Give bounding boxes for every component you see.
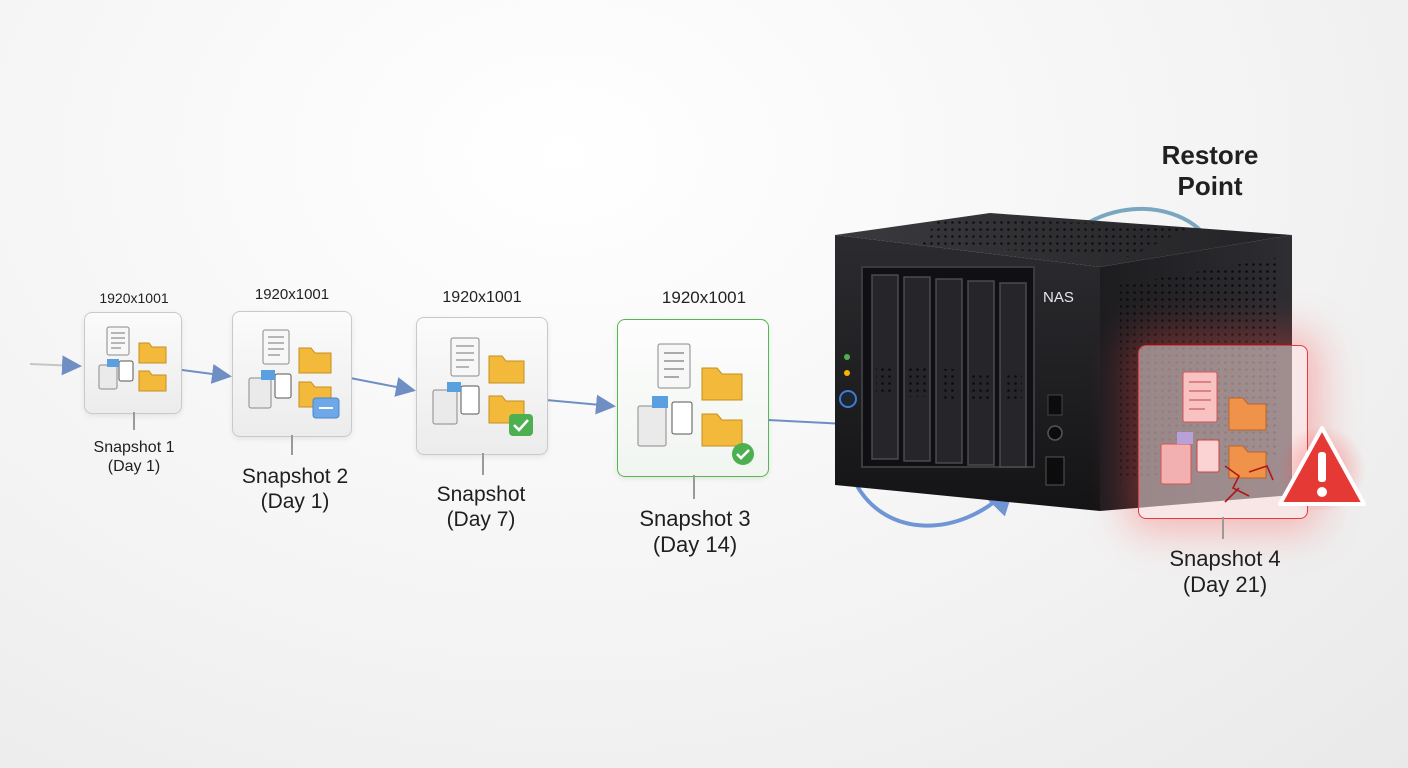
snapshot-day7-label: Snapshot (Day 7)	[436, 483, 526, 532]
snapshot-3-tick	[693, 475, 695, 499]
snapshot-2-label: Snapshot 2 (Day 1)	[241, 465, 349, 514]
document-icon	[432, 337, 480, 425]
document-icon	[98, 326, 134, 390]
snapshot-4-card[interactable]	[1138, 345, 1308, 519]
snapshot-1-tick	[133, 412, 135, 430]
snapshot-4-label: Snapshot 4 (Day 21)	[1169, 546, 1281, 598]
folder-icon	[138, 342, 167, 392]
snapshot-day7-tick	[482, 453, 484, 475]
arrow-2-3	[349, 377, 416, 397]
arrow-3-4	[545, 394, 616, 415]
document-icon	[248, 329, 292, 409]
nas-label: NAS	[1043, 289, 1074, 306]
snapshot-1-label: Snapshot 1 (Day 1)	[93, 439, 175, 476]
arrow-incoming	[29, 355, 82, 376]
snapshot-1-card[interactable]	[84, 312, 182, 414]
snapshot-1-resolution: 1920x1001	[99, 290, 169, 306]
snapshot-4-tick	[1222, 517, 1224, 539]
snapshot-2-tick	[291, 435, 293, 455]
document-icon	[1160, 371, 1220, 485]
snapshot-day7-card[interactable]	[416, 317, 548, 455]
snapshot-3-card[interactable]	[617, 319, 769, 477]
arrow-sweep	[850, 475, 1016, 528]
folder-icon	[488, 355, 525, 424]
snapshot-3-label: Snapshot 3 (Day 14)	[639, 506, 751, 558]
check-icon	[509, 414, 533, 436]
snapshot-2-resolution: 1920x1001	[254, 286, 330, 303]
snapshot-2-card[interactable]	[232, 311, 352, 437]
arrow-1-2	[181, 364, 232, 384]
folder-icon	[1224, 397, 1274, 503]
warning-icon	[1278, 426, 1366, 510]
document-icon	[637, 343, 693, 447]
check-icon	[732, 443, 754, 465]
restore-point-title: Restore Point	[1161, 140, 1259, 201]
snapshot-3-resolution: 1920x1001	[661, 288, 747, 307]
folder-icon	[701, 367, 743, 447]
snapshot-day7-resolution: 1920x1001	[442, 289, 522, 306]
folder-icon	[298, 347, 340, 419]
